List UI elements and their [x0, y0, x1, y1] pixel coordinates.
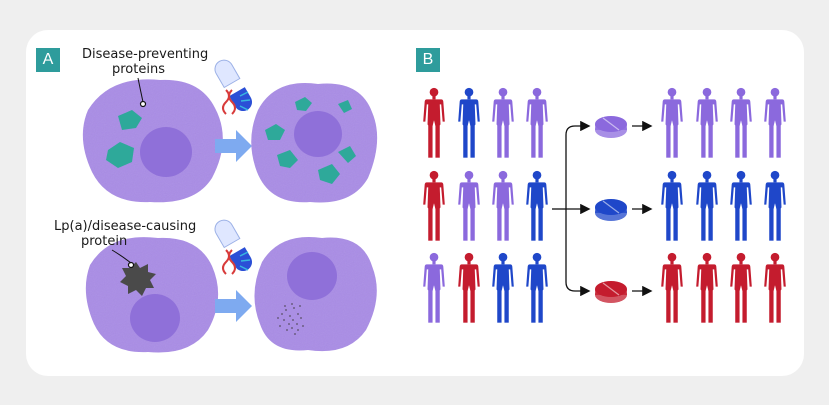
protein-good-icon — [118, 110, 142, 130]
protein-good-icon — [106, 142, 134, 168]
person-icon — [661, 252, 683, 323]
person-icon — [526, 252, 548, 323]
person-icon — [764, 170, 786, 241]
branch-connector — [552, 120, 591, 297]
person-icon — [492, 252, 514, 323]
callout-line — [137, 77, 144, 103]
person-icon — [696, 170, 718, 241]
cell-top-after — [251, 83, 378, 203]
input-population — [423, 87, 548, 323]
dna-strand-icon — [222, 249, 251, 275]
callout-dot — [139, 100, 147, 108]
person-icon — [526, 87, 548, 158]
pill-icon — [595, 199, 627, 221]
person-icon — [492, 87, 514, 158]
dna-strand-icon — [222, 89, 251, 115]
panel-label-a: A — [36, 48, 60, 72]
person-icon — [526, 170, 548, 241]
person-icon — [423, 87, 445, 158]
person-icon — [458, 87, 480, 158]
person-icon — [730, 252, 752, 323]
protein-debris-icon — [277, 303, 304, 335]
person-icon — [423, 170, 445, 241]
cell-bottom-after — [254, 237, 377, 352]
nucleus — [140, 127, 192, 177]
callout-line-1: Disease-preventing — [82, 47, 209, 62]
arrow-icon — [215, 290, 252, 322]
person-icon — [458, 170, 480, 241]
cell-bottom-before — [85, 237, 219, 353]
person-icon — [696, 252, 718, 323]
person-icon — [764, 252, 786, 323]
nucleus — [287, 252, 337, 300]
person-icon — [458, 252, 480, 323]
protein-bad-icon — [120, 262, 156, 296]
person-icon — [492, 170, 514, 241]
output-population — [661, 87, 786, 323]
person-icon — [661, 87, 683, 158]
callout-line — [111, 249, 132, 264]
protein-good-icon — [338, 146, 356, 163]
person-icon — [730, 170, 752, 241]
protein-good-icon — [318, 164, 340, 184]
outcome-arrows — [632, 120, 653, 297]
panel-label-b: B — [416, 48, 440, 72]
person-icon — [661, 170, 683, 241]
cell-top-before — [82, 79, 223, 203]
nucleus — [294, 111, 342, 157]
person-icon — [423, 252, 445, 323]
callout-dot — [127, 261, 135, 269]
protein-good-icon — [295, 97, 312, 111]
person-icon — [730, 87, 752, 158]
protein-good-icon — [265, 124, 285, 140]
protein-good-icon — [338, 100, 352, 113]
person-icon — [696, 87, 718, 158]
callout-line-2: proteins — [112, 62, 165, 77]
pill-icon — [595, 281, 627, 303]
pill-icon — [595, 116, 627, 138]
callout-disease-causing: Lp(a)/disease-causing protein — [54, 219, 196, 249]
pill-group — [595, 116, 627, 303]
arrow-icon — [215, 130, 252, 162]
person-icon — [764, 87, 786, 158]
callout-line-1: Lp(a)/disease-causing — [54, 219, 197, 234]
protein-good-icon — [277, 150, 298, 168]
callout-line-2: protein — [81, 234, 128, 249]
callout-disease-preventing: Disease-preventing proteins — [82, 47, 208, 77]
nucleus — [130, 294, 180, 342]
